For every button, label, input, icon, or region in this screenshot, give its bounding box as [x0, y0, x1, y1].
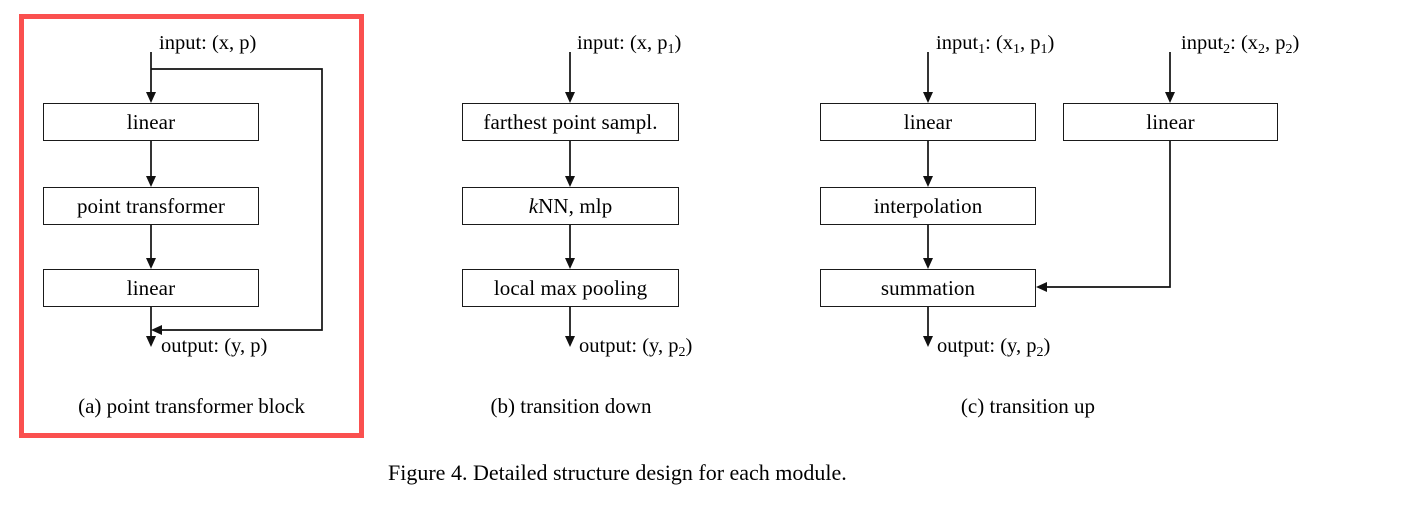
- panel-a-arrowhead-input: [146, 92, 156, 103]
- panel-c-input2-mid: , p: [1265, 32, 1286, 54]
- panel-c-input2-subscript2: 2: [1258, 41, 1265, 57]
- panel-a-highlight-frame: [19, 14, 364, 438]
- panel-b-input-subscript: 1: [667, 41, 675, 57]
- panel-a-output-label: output: (y, p): [161, 335, 268, 357]
- panel-a-arrowhead-skip-merge: [151, 325, 162, 335]
- panel-c-box-linear-right: linear: [1063, 103, 1278, 141]
- panel-c-input2-text: input: [1181, 32, 1224, 54]
- panel-c-input1-mid: , p: [1020, 32, 1041, 54]
- panel-c-output-text: output: (y, p: [937, 335, 1037, 357]
- panel-c-arrowhead-input2: [1165, 92, 1175, 103]
- panel-c-input2-end: ): [1292, 32, 1300, 54]
- panel-c-arrowhead-summation: [923, 258, 933, 269]
- panel-a-arrowhead-linear2: [146, 258, 156, 269]
- panel-c-input1-label: input1: (x1, p1): [936, 32, 1055, 57]
- panel-c-input1-subscript3: 1: [1040, 41, 1048, 57]
- panel-b-input-label: input: (x, p1): [577, 32, 682, 57]
- panel-a-box-linear-top: linear: [43, 103, 259, 141]
- panel-c-merge-connection: [1043, 141, 1171, 288]
- figure-caption: Figure 4. Detailed structure design for …: [388, 460, 847, 485]
- panel-b-caption: (b) transition down: [490, 394, 652, 418]
- panel-a-arrowhead-output: [146, 336, 156, 347]
- panel-b-output-subscript: 2: [678, 344, 686, 360]
- panel-c-output-subscript: 2: [1036, 344, 1044, 360]
- panel-a-box-point-transformer: point transformer: [43, 187, 259, 225]
- panel-c-arrowhead-interpolation: [923, 176, 933, 187]
- panel-b-input-tail: ): [674, 32, 682, 54]
- panel-b-arrowhead-input: [565, 92, 575, 103]
- panel-b-output-text: output: (y, p: [579, 335, 679, 357]
- panel-c-input1-subscript: 1: [978, 41, 986, 57]
- panel-c-arrowhead-input1: [923, 92, 933, 103]
- panel-c-input1-text: input: [936, 32, 979, 54]
- panel-c-input1-tail: : (x: [985, 32, 1014, 54]
- panel-b-arrowhead-knn: [565, 176, 575, 187]
- panel-a-input-label: input: (x, p): [159, 32, 257, 54]
- panel-b-arrowhead-pool: [565, 258, 575, 269]
- panel-a-caption: (a) point transformer block: [78, 394, 305, 418]
- panel-b-box-farthest-point-sampling: farthest point sampl.: [462, 103, 679, 141]
- panel-c-input2-subscript3: 2: [1285, 41, 1293, 57]
- panel-c-box-linear-left: linear: [820, 103, 1036, 141]
- panel-b-output-tail: ): [685, 335, 693, 357]
- panel-c-output-label: output: (y, p2): [937, 335, 1051, 360]
- panel-b-input-text: input: (x, p: [577, 32, 668, 54]
- panel-c-input1-subscript2: 1: [1013, 41, 1020, 57]
- panel-b-box-knn-italic-k: k: [528, 193, 539, 218]
- panel-b-box-knn-rest: NN, mlp: [538, 193, 613, 218]
- panel-a-box-linear-bottom: linear: [43, 269, 259, 307]
- panel-c-input2-tail: : (x: [1230, 32, 1259, 54]
- panel-b-output-label: output: (y, p2): [579, 335, 693, 360]
- panel-c-box-summation: summation: [820, 269, 1036, 307]
- panel-b-arrowhead-output: [565, 336, 575, 347]
- panel-c-output-tail: ): [1043, 335, 1051, 357]
- panel-c-input2-subscript: 2: [1223, 41, 1231, 57]
- panel-c-input1-end: ): [1047, 32, 1055, 54]
- panel-c-box-interpolation: interpolation: [820, 187, 1036, 225]
- panel-a-arrowhead-pt: [146, 176, 156, 187]
- panel-c-caption: (c) transition up: [960, 394, 1096, 418]
- panel-c-input2-label: input2: (x2, p2): [1181, 32, 1300, 57]
- panel-c-arrowhead-output: [923, 336, 933, 347]
- panel-c-arrowhead-merge: [1036, 282, 1047, 292]
- panel-b-box-local-max-pooling: local max pooling: [462, 269, 679, 307]
